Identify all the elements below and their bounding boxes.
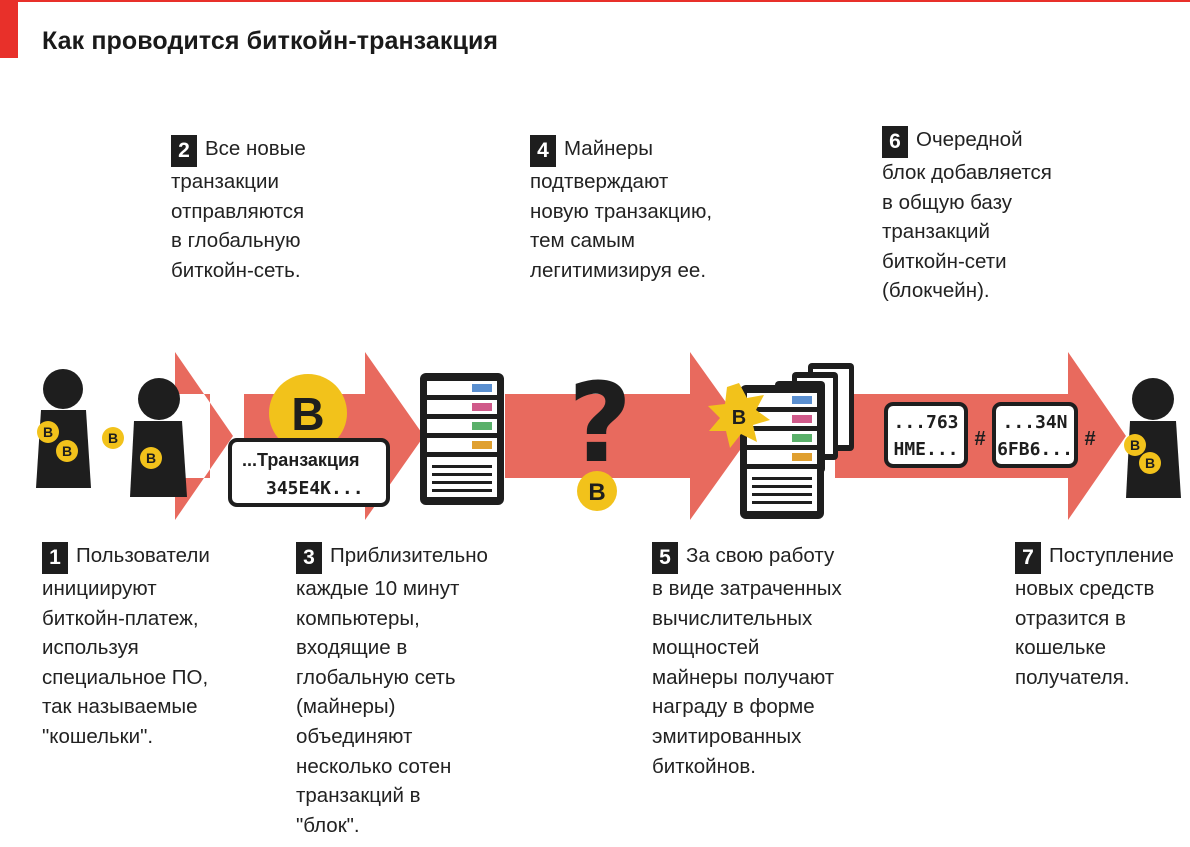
hash-connector: # xyxy=(1084,428,1095,450)
step-text: Поступление новых средств отразится в ко… xyxy=(1015,544,1174,689)
coin-icon xyxy=(102,427,124,449)
block-card-1: ...763 HME... xyxy=(884,402,968,468)
reward-star-icon: B xyxy=(708,383,770,448)
coin-icon xyxy=(140,447,162,469)
transaction-id: 345E4K... xyxy=(266,478,364,499)
step-number: 7 xyxy=(1015,542,1041,574)
step-text: Пользователи инициируют биткойн-платеж, … xyxy=(42,544,210,748)
arrow-segment-1 xyxy=(175,352,233,520)
coin-icon xyxy=(56,440,78,462)
block-card-2: ...34N 6FB6... xyxy=(992,402,1078,468)
svg-text:B: B xyxy=(291,388,324,440)
hash-connector: # xyxy=(974,428,985,450)
svg-text:HME...: HME... xyxy=(893,439,958,460)
coin-icon xyxy=(37,421,59,443)
step-number: 1 xyxy=(42,542,68,574)
svg-text:B: B xyxy=(588,479,605,506)
step-text: Майнеры подтверждают новую транзакцию, т… xyxy=(530,137,713,282)
server-stack-icon xyxy=(740,363,854,519)
step-number: 2 xyxy=(171,135,197,167)
step-number: 3 xyxy=(296,542,322,574)
question-mark-icon: ? xyxy=(568,359,632,487)
step-number: 6 xyxy=(882,126,908,158)
transaction-label: ...Транзакция xyxy=(242,450,360,470)
svg-text:6FB6...: 6FB6... xyxy=(997,439,1073,460)
arrow-segment-3 xyxy=(505,352,750,520)
svg-text:...763: ...763 xyxy=(893,412,958,433)
top-accent-line xyxy=(0,0,1190,2)
svg-text:...34N: ...34N xyxy=(1002,412,1067,433)
bitcoin-coin-icon: B xyxy=(269,374,347,452)
bitcoin-coin-icon: B xyxy=(577,471,617,511)
coin-icon xyxy=(1139,452,1161,474)
transaction-card: ...Транзакция 345E4K... xyxy=(228,438,390,507)
step-text: За свою работу в виде затраченных вычисл… xyxy=(652,544,842,778)
title-accent-bar xyxy=(0,0,18,58)
step-text: Очередной блок добавляется в общую базу … xyxy=(882,128,1052,303)
coin-icon xyxy=(1124,434,1146,456)
page-title: Как проводится биткойн-транзакция xyxy=(42,27,499,55)
step-text: Все новые транзакции отправляются в глоб… xyxy=(171,137,306,282)
step-number: 5 xyxy=(652,542,678,574)
svg-text:?: ? xyxy=(568,359,632,487)
arrow-segment-4 xyxy=(835,352,1126,520)
svg-text:B: B xyxy=(732,407,746,429)
step-text: Приблизительно каждые 10 минут компьютер… xyxy=(296,544,488,837)
server-rack-icon xyxy=(420,373,504,505)
step-number: 4 xyxy=(530,135,556,167)
